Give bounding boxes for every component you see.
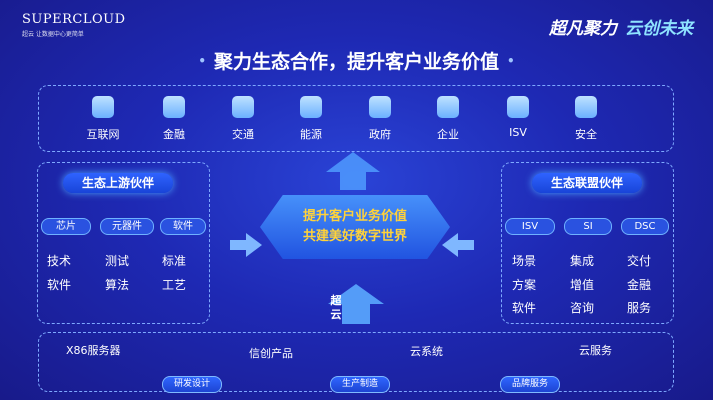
word-software: 软件 — [47, 278, 72, 292]
word-finance: 金融 — [627, 278, 652, 292]
word-integration: 集成 — [570, 254, 595, 268]
page-title: • 聚力生态合作，提升客户业务价值 • — [0, 47, 713, 74]
title-dot-icon: • — [198, 54, 206, 68]
bottom-up-arrow-icon — [328, 284, 384, 324]
up-arrow-icon — [326, 152, 380, 190]
industry-government: 政府 — [350, 96, 410, 142]
industry-internet: 互联网 — [73, 96, 133, 142]
title-text: 聚力生态合作，提升客户业务价值 — [213, 51, 499, 73]
power-icon — [300, 96, 322, 118]
shield-icon — [575, 96, 597, 118]
word-algorithm: 算法 — [105, 278, 130, 292]
center-message: 提升客户业务价值 共建美好数字世界 — [260, 207, 450, 247]
bottom-item-cloud-system: 云系统 — [410, 345, 443, 358]
tag-isv: ISV — [505, 218, 555, 235]
government-icon — [369, 96, 391, 118]
word-value-add: 增值 — [570, 278, 595, 292]
tag-software: 软件 — [160, 218, 206, 235]
left-arrow-icon — [442, 233, 474, 257]
industries-box — [38, 85, 674, 152]
word-service: 服务 — [627, 301, 652, 315]
upstream-partner-panel — [37, 162, 210, 324]
slogan-part2: 云创未来 — [625, 19, 693, 39]
bottom-item-xinchuang: 信创产品 — [249, 347, 293, 360]
center-hexagon — [260, 195, 450, 259]
slogan-part1: 超凡聚力 — [549, 19, 617, 39]
right-arrow-icon — [230, 233, 262, 257]
word-tech: 技术 — [47, 254, 72, 268]
industry-transport: 交通 — [213, 96, 273, 142]
brand-logo: SUPERCLOUD — [22, 12, 126, 27]
alliance-partner-panel — [501, 162, 674, 324]
supercloud-label: 超 云 — [330, 294, 342, 321]
word-standard: 标准 — [162, 254, 187, 268]
center-line1: 提升客户业务价值 — [302, 209, 407, 224]
brand-tagline: 超云 让数据中心更简单 — [22, 31, 84, 38]
industry-enterprise: 企业 — [418, 96, 478, 142]
industry-energy: 能源 — [281, 96, 341, 142]
word-scene: 场景 — [512, 254, 537, 268]
tag-brand-service: 品牌服务 — [500, 376, 560, 393]
tag-dsc: DSC — [621, 218, 669, 235]
word-test: 测试 — [105, 254, 130, 268]
word-process: 工艺 — [162, 278, 187, 292]
industry-isv: ISV — [488, 96, 548, 139]
globe-icon — [92, 96, 114, 118]
word-solution: 方案 — [512, 278, 537, 292]
center-line2: 共建美好数字世界 — [302, 229, 407, 244]
word-software-r: 软件 — [512, 301, 537, 315]
industry-finance: 金融 — [144, 96, 204, 142]
tag-manufacturing: 生产制造 — [330, 376, 390, 393]
bottom-item-x86: X86服务器 — [66, 344, 121, 357]
building-icon — [437, 96, 459, 118]
bottom-item-cloud-service: 云服务 — [579, 344, 612, 357]
tag-chip: 芯片 — [41, 218, 91, 235]
industry-security: 安全 — [556, 96, 616, 142]
alliance-partner-title: 生态联盟伙伴 — [532, 173, 642, 193]
title-dot-icon: • — [507, 54, 515, 68]
word-consulting: 咨询 — [570, 301, 595, 315]
truck-icon — [507, 96, 529, 118]
slogan: 超凡聚力云创未来 — [549, 14, 693, 39]
coins-icon — [163, 96, 185, 118]
tag-si: SI — [564, 218, 612, 235]
upstream-partner-title: 生态上游伙伴 — [63, 173, 173, 193]
vehicle-icon — [232, 96, 254, 118]
word-delivery: 交付 — [627, 254, 652, 268]
tag-component: 元器件 — [100, 218, 154, 235]
tag-rnd-design: 研发设计 — [162, 376, 222, 393]
